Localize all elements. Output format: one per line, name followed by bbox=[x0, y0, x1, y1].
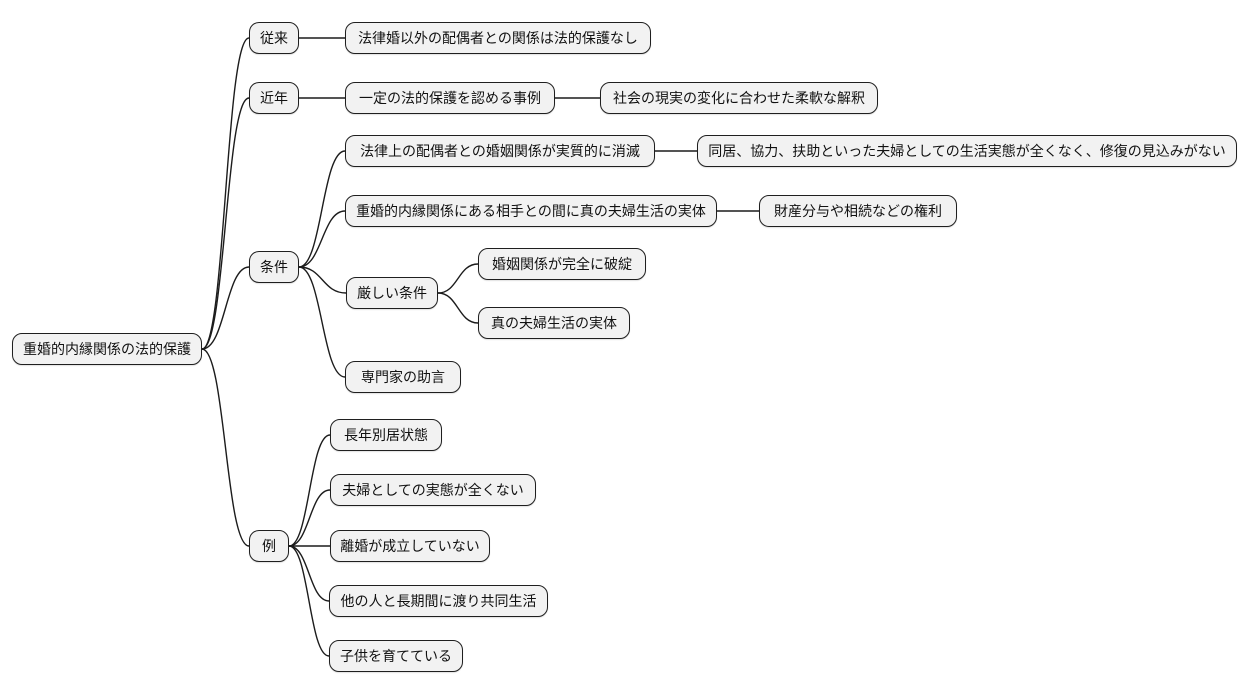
node-label: 条件 bbox=[260, 259, 288, 275]
node-label: 厳しい条件 bbox=[357, 285, 427, 301]
mindmap-node-cond-rights[interactable]: 財産分与や相続などの権利 bbox=[759, 195, 957, 227]
mindmap-node-conventional[interactable]: 従来 bbox=[249, 22, 299, 54]
node-label: 真の夫婦生活の実体 bbox=[491, 315, 617, 331]
edge-strict-conditions-to-strict-broken bbox=[437, 263, 479, 294]
node-label: 同居、協力、扶助といった夫婦としての生活実態が全くなく、修復の見込みがない bbox=[708, 143, 1226, 159]
mindmap-node-cond-marriage-dissolved[interactable]: 法律上の配偶者との婚姻関係が実質的に消滅 bbox=[345, 135, 655, 167]
node-label: 法律上の配偶者との婚姻関係が実質的に消滅 bbox=[360, 143, 640, 159]
node-label: 離婚が成立していない bbox=[340, 538, 480, 554]
edge-examples-to-ex-cohabitation bbox=[288, 545, 330, 602]
edge-conditions-to-cond-marriage-dissolved bbox=[298, 150, 346, 268]
node-label: 子供を育てている bbox=[340, 648, 452, 664]
node-label: 社会の現実の変化に合わせた柔軟な解釈 bbox=[613, 90, 865, 106]
mindmap-node-conventional-detail[interactable]: 法律婚以外の配偶者との関係は法的保護なし bbox=[345, 22, 651, 54]
edge-root-to-examples bbox=[201, 348, 250, 547]
node-label: 重婚的内縁関係にある相手との間に真の夫婦生活の実体 bbox=[356, 203, 706, 219]
mindmap-node-root[interactable]: 重婚的内縁関係の法的保護 bbox=[12, 333, 202, 365]
mindmap-node-strict-real[interactable]: 真の夫婦生活の実体 bbox=[478, 307, 630, 339]
node-label: 一定の法的保護を認める事例 bbox=[359, 90, 541, 106]
mindmap-node-cond-true-marital-life[interactable]: 重婚的内縁関係にある相手との間に真の夫婦生活の実体 bbox=[345, 195, 717, 227]
mindmap-node-expert-advice[interactable]: 専門家の助言 bbox=[345, 361, 461, 393]
node-label: 法律婚以外の配偶者との関係は法的保護なし bbox=[358, 30, 638, 46]
node-label: 夫婦としての実態が全くない bbox=[342, 482, 524, 498]
edge-root-to-recent bbox=[201, 97, 250, 350]
mindmap-node-recent-interpretation[interactable]: 社会の現実の変化に合わせた柔軟な解釈 bbox=[600, 82, 878, 114]
mindmap-node-examples[interactable]: 例 bbox=[249, 530, 289, 562]
node-label: 重婚的内縁関係の法的保護 bbox=[23, 341, 191, 357]
edge-strict-conditions-to-strict-real bbox=[437, 292, 479, 324]
edge-root-to-conditions bbox=[201, 266, 250, 350]
edge-root-to-conventional bbox=[201, 37, 250, 350]
edge-examples-to-ex-separation bbox=[288, 434, 331, 547]
mindmap-node-recent-case[interactable]: 一定の法的保護を認める事例 bbox=[345, 82, 555, 114]
mindmap-node-strict-broken[interactable]: 婚姻関係が完全に破綻 bbox=[478, 248, 646, 280]
mindmap-node-recent[interactable]: 近年 bbox=[249, 82, 299, 114]
edge-conditions-to-strict-conditions bbox=[298, 266, 347, 294]
mindmap-node-ex-no-substance[interactable]: 夫婦としての実態が全くない bbox=[330, 474, 536, 506]
mindmap-node-ex-children[interactable]: 子供を育てている bbox=[329, 640, 463, 672]
node-label: 財産分与や相続などの権利 bbox=[774, 203, 942, 219]
mindmap-node-ex-no-divorce[interactable]: 離婚が成立していない bbox=[330, 530, 490, 562]
node-label: 例 bbox=[262, 538, 276, 554]
node-label: 長年別居状態 bbox=[344, 427, 428, 443]
mindmap-node-ex-separation[interactable]: 長年別居状態 bbox=[330, 419, 442, 451]
node-label: 近年 bbox=[260, 90, 288, 106]
mindmap-node-conditions[interactable]: 条件 bbox=[249, 251, 299, 283]
node-label: 他の人と長期間に渡り共同生活 bbox=[340, 593, 537, 609]
edge-examples-to-ex-children bbox=[288, 545, 330, 657]
mindmap-node-ex-cohabitation[interactable]: 他の人と長期間に渡り共同生活 bbox=[329, 585, 548, 617]
mindmap-node-cond-marriage-dissolved-detail[interactable]: 同居、協力、扶助といった夫婦としての生活実態が全くなく、修復の見込みがない bbox=[697, 135, 1237, 167]
edge-conditions-to-cond-true-marital-life bbox=[298, 210, 346, 268]
edge-examples-to-ex-no-substance bbox=[288, 489, 331, 547]
node-label: 婚姻関係が完全に破綻 bbox=[492, 256, 632, 272]
edge-conditions-to-expert-advice bbox=[298, 266, 346, 378]
mindmap-node-strict-conditions[interactable]: 厳しい条件 bbox=[346, 277, 438, 309]
node-label: 専門家の助言 bbox=[361, 369, 445, 385]
node-label: 従来 bbox=[260, 30, 288, 46]
